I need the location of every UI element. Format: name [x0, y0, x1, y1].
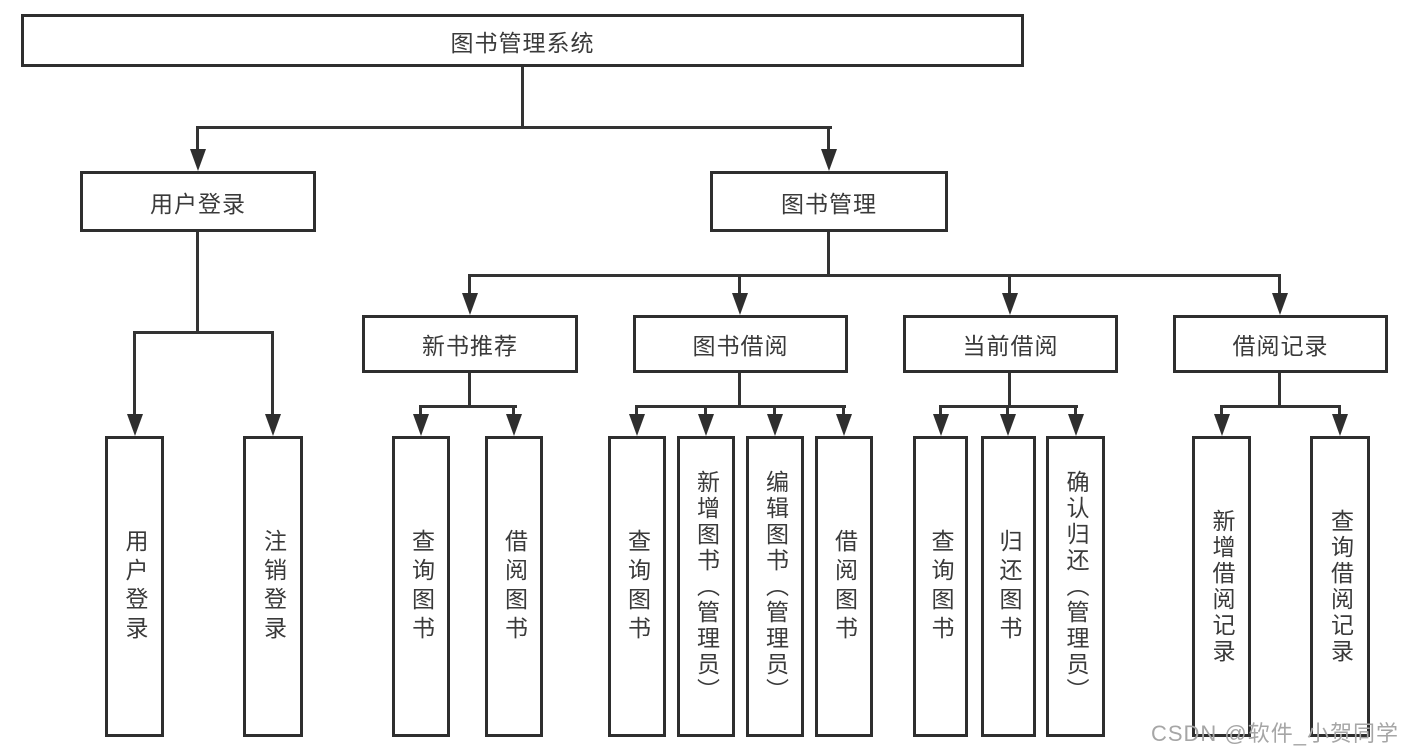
connector-drop-book-mgmt: [827, 126, 830, 153]
connector-user-login-bus: [133, 331, 274, 334]
connector-drop-leaf: [1220, 405, 1223, 416]
csdn-watermark: CSDN @软件_小贺同学: [1150, 721, 1399, 746]
connector-drop-new-books: [468, 274, 471, 295]
leaf-book-borrow-query: 查询图书: [608, 436, 666, 737]
connector-drop-leaf: [419, 405, 422, 416]
node-label: 用户登录: [122, 528, 148, 645]
arrow-down-icon: [462, 293, 478, 315]
node-label: 新增图书（管理员）: [693, 469, 720, 704]
node-book-mgmt: 图书管理: [710, 171, 948, 232]
node-label: 借阅图书: [831, 528, 858, 645]
connector-drop-leaf: [1006, 405, 1009, 416]
node-label: 注销登录: [260, 528, 287, 645]
connector-drop-user-login: [196, 126, 199, 153]
node-root-library-system: 图书管理系统: [21, 14, 1024, 67]
arrow-down-icon: [1272, 293, 1288, 315]
arrow-down-icon: [933, 414, 949, 436]
node-label: 查询图书: [624, 528, 651, 645]
node-label: 查询借阅记录: [1327, 508, 1354, 665]
connector-drop-book-borrow: [738, 274, 741, 295]
node-label: 查询图书: [408, 528, 435, 645]
node-current-borrow: 当前借阅: [903, 315, 1118, 373]
node-borrow-records: 借阅记录: [1173, 315, 1388, 373]
arrow-down-icon: [767, 414, 783, 436]
node-label: 借阅图书: [501, 528, 528, 645]
arrow-down-icon: [698, 414, 714, 436]
arrow-down-icon: [1214, 414, 1230, 436]
connector-borrow-records-stem: [1278, 373, 1281, 408]
connector-drop-leaf: [939, 405, 942, 416]
arrow-down-icon: [127, 414, 143, 436]
node-label: 用户登录: [150, 190, 246, 217]
arrow-down-icon: [629, 414, 645, 436]
node-label: 借阅记录: [1232, 333, 1329, 359]
arrow-down-icon: [265, 414, 281, 436]
leaf-records-add: 新增借阅记录: [1192, 436, 1251, 737]
node-new-books: 新书推荐: [362, 315, 578, 373]
leaf-current-borrow-query: 查询图书: [913, 436, 968, 737]
node-label: 新书推荐: [422, 333, 518, 359]
node-book-borrow: 图书借阅: [633, 315, 848, 373]
arrow-down-icon: [732, 293, 748, 315]
arrow-down-icon: [1000, 414, 1016, 436]
node-label: 图书管理系统: [450, 29, 595, 56]
connector-new-books-stem: [468, 373, 471, 408]
leaf-book-borrow-edit-admin: 编辑图书（管理员）: [746, 436, 804, 737]
connector-book-borrow-bus: [635, 405, 846, 408]
leaf-user-login: 用户登录: [105, 436, 164, 737]
leaf-current-borrow-confirm-admin: 确认归还（管理员）: [1046, 436, 1105, 737]
connector-drop-borrow-records: [1278, 274, 1281, 295]
connector-drop-leaf: [1074, 405, 1077, 416]
connector-user-login-stem: [196, 232, 199, 334]
connector-level2-bus: [196, 126, 832, 129]
connector-drop-leaf: [773, 405, 776, 416]
leaf-current-borrow-return: 归还图书: [981, 436, 1036, 737]
connector-drop-login-leaf: [133, 331, 136, 416]
arrow-down-icon: [190, 149, 206, 171]
node-label: 图书借阅: [692, 333, 789, 359]
arrow-down-icon: [1002, 293, 1018, 315]
connector-drop-leaf: [704, 405, 707, 416]
connector-book-mgmt-stem: [827, 232, 830, 277]
connector-drop-leaf: [635, 405, 638, 416]
node-label: 新增借阅记录: [1209, 508, 1235, 665]
node-label: 编辑图书（管理员）: [762, 469, 789, 704]
leaf-book-borrow-add-admin: 新增图书（管理员）: [677, 436, 735, 737]
leaf-new-books-query: 查询图书: [392, 436, 450, 737]
arrow-down-icon: [821, 149, 837, 171]
connector-current-borrow-stem: [1008, 373, 1011, 408]
connector-drop-leaf: [1338, 405, 1341, 416]
leaf-book-borrow-borrow: 借阅图书: [815, 436, 873, 737]
connector-new-books-bus: [419, 405, 517, 408]
arrow-down-icon: [413, 414, 429, 436]
arrow-down-icon: [836, 414, 852, 436]
node-label: 归还图书: [996, 528, 1022, 645]
connector-borrow-records-bus: [1220, 405, 1340, 408]
connector-drop-leaf: [512, 405, 515, 416]
arrow-down-icon: [506, 414, 522, 436]
leaf-new-books-borrow: 借阅图书: [485, 436, 543, 737]
arrow-down-icon: [1068, 414, 1084, 436]
node-label: 图书管理: [781, 190, 877, 217]
node-user-login: 用户登录: [80, 171, 316, 232]
leaf-logout: 注销登录: [243, 436, 303, 737]
arrow-down-icon: [1332, 414, 1348, 436]
connector-drop-leaf: [842, 405, 845, 416]
connector-level3-bus: [468, 274, 1281, 277]
leaf-records-query: 查询借阅记录: [1310, 436, 1370, 737]
node-label: 当前借阅: [962, 333, 1059, 359]
connector-root-stem: [521, 67, 524, 126]
node-label: 查询图书: [928, 528, 954, 645]
connector-book-borrow-stem: [738, 373, 741, 408]
connector-drop-current-borrow: [1008, 274, 1011, 295]
connector-drop-logout-leaf: [271, 331, 274, 416]
node-label: 确认归还（管理员）: [1063, 469, 1089, 704]
